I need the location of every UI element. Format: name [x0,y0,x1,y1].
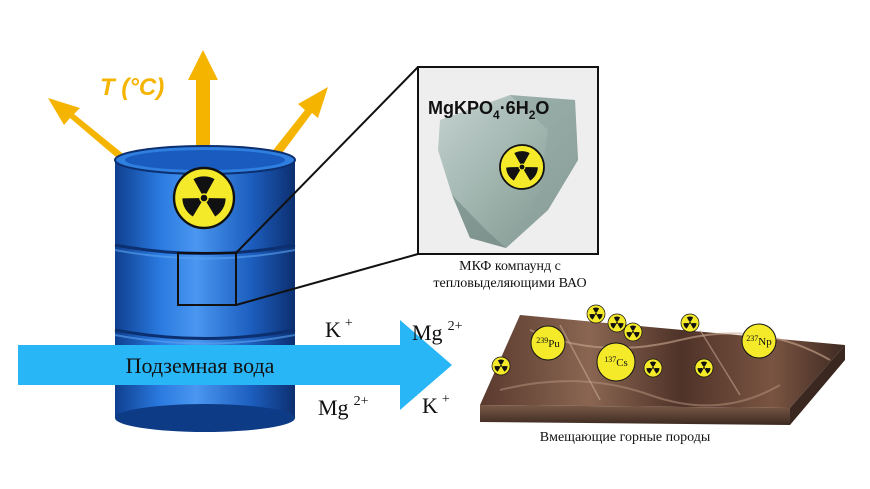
nuclide-np: 237Np [741,323,777,359]
svg-text:237Np: 237Np [746,334,772,348]
ion-k-bottom: K+ [422,392,450,418]
radiation-icon [623,322,643,342]
compound-formula: MgKPO4·6H2O [428,98,549,122]
compound-caption-line2: тепловыделяющими ВАО [433,276,586,291]
ion-k-top: K+ [325,316,353,342]
rock-caption: Вмещающие горные породы [540,430,711,445]
compound-caption-line1: МКФ компаунд с [459,259,561,274]
heat-arrow-icon [263,87,328,168]
temperature-label: T (°C) [100,74,164,101]
groundwater-label: Подземная вода [126,353,275,378]
nuclide-pu: 239Pu [530,325,566,361]
radiation-icon [172,166,236,230]
host-rock [480,315,845,425]
radiation-icon [491,356,511,376]
radiation-icon [586,304,606,324]
heat-arrows [48,50,328,168]
heat-arrow-icon [48,98,127,163]
nuclide-cs: 137Cs [596,342,636,382]
svg-text:137Cs: 137Cs [604,355,628,369]
barrel-highlight-box [177,252,237,306]
svg-text:239Pu: 239Pu [536,336,560,350]
radiation-icon [680,313,700,333]
zoom-line [235,253,419,306]
water-arrow-icon [18,320,452,410]
radiation-icon [643,358,663,378]
heat-arrow-icon [188,50,218,150]
zoom-line [235,66,419,254]
radiation-icon [694,358,714,378]
radiation-icon [607,313,627,333]
radiation-icon [498,143,546,191]
